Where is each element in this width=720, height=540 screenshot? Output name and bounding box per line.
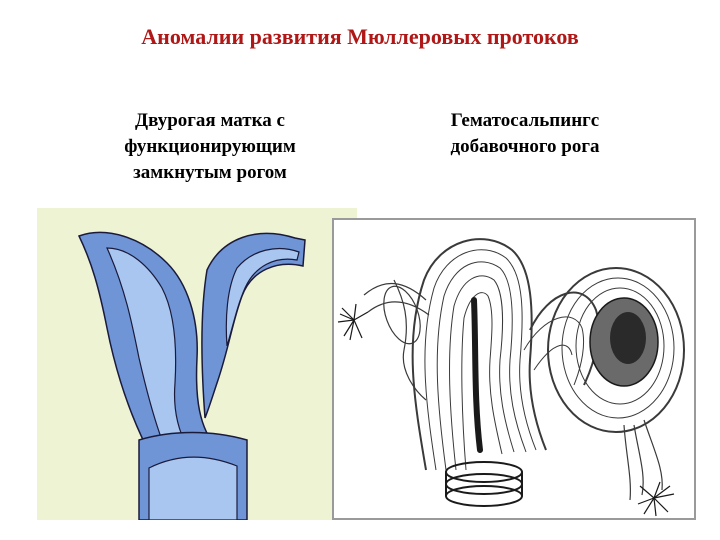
- right-caption: Гематосальпингс добавочного рога: [410, 108, 640, 160]
- right-caption-line: добавочного рога: [450, 136, 600, 157]
- right-caption-line: Гематосальпингс: [450, 110, 600, 131]
- left-caption-line: функционирующим: [124, 136, 296, 157]
- left-fimbriae: [337, 303, 369, 341]
- cervix: [445, 461, 523, 507]
- uterus-arch-outer: [411, 238, 547, 471]
- right-tube: [623, 419, 663, 501]
- right-fimbriae: [637, 481, 675, 517]
- hematosalpinx-illustration: [332, 218, 696, 520]
- left-horn-cavity: [106, 247, 188, 449]
- bicornuate-uterus-illustration: [37, 208, 357, 520]
- right-horn-cavity: [225, 247, 300, 347]
- accessory-horn-outer: [547, 267, 685, 433]
- cervix-cavity: [148, 456, 238, 520]
- slide-title: Аномалии развития Мюллеровых протоков: [141, 24, 579, 49]
- bicornuate-uterus-drawing: [77, 231, 306, 520]
- left-caption-line: Двурогая матка с: [135, 110, 285, 131]
- left-tube: [363, 279, 430, 401]
- uterine-canal: [471, 297, 483, 453]
- hematosalpinx-drawing: [337, 238, 685, 517]
- left-caption-line: замкнутым рогом: [133, 162, 287, 183]
- left-caption: Двурогая матка с функционирующим замкнут…: [80, 108, 340, 186]
